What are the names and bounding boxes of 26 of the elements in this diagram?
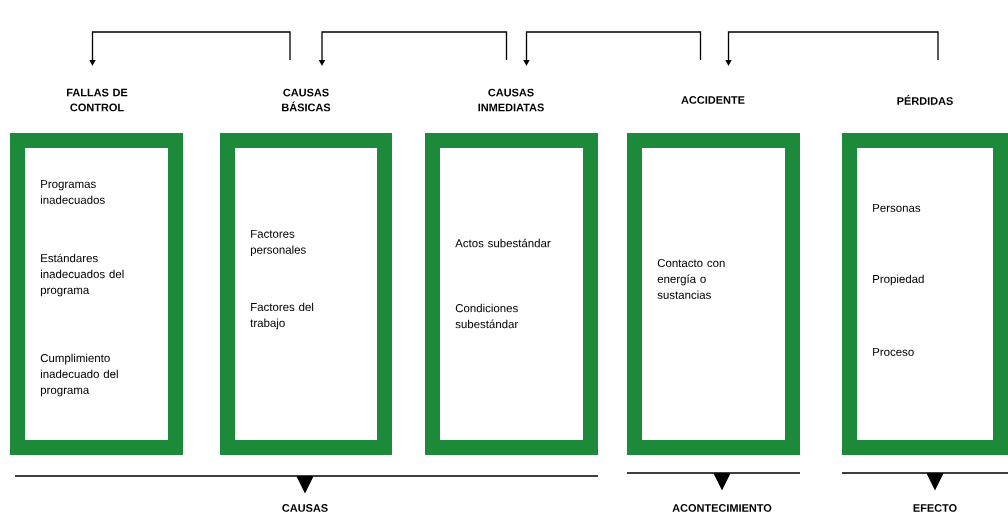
- node-label: Personas: [873, 204, 921, 212]
- node-label: Factores personales: [250, 229, 306, 257]
- column-box: Actos subestándar Condiciones subestándar: [425, 133, 598, 455]
- arrow: [89, 31, 291, 66]
- node-label: Factores del trabajo: [250, 302, 314, 330]
- node-label: Proceso: [873, 348, 914, 356]
- column-heading: FALLAS DE CONTROL: [67, 88, 128, 112]
- column-heading: CAUSAS BÁSICAS: [282, 88, 331, 112]
- node-label: Condiciones subestándar: [455, 303, 519, 329]
- arrow: [725, 31, 939, 66]
- column-box: Factores personales Factores del trabajo: [220, 133, 392, 455]
- section-label: EFECTO: [913, 504, 957, 512]
- section-label: ACONTECIMIENTO: [672, 504, 772, 512]
- column-box: Contacto con energía o sustancias: [627, 133, 800, 455]
- section-label: CAUSAS: [282, 504, 328, 512]
- arrow: [523, 31, 702, 66]
- column-heading: ACCIDENTE: [681, 96, 745, 104]
- column-heading: CAUSAS INMEDIATAS: [478, 88, 544, 112]
- node-label: Cumplimiento inadecuado del programa: [40, 353, 118, 397]
- node-label: Programas inadecuados: [40, 180, 105, 204]
- column-box: Programas inadecuados Estándares inadecuados del programa Cumplimiento inadecuado del programa: [10, 133, 183, 455]
- column-heading: PÉRDIDAS: [897, 95, 953, 105]
- column-box: Personas Propiedad Proceso: [842, 133, 1008, 455]
- node-label: Estándares inadecuados del programa: [40, 253, 124, 297]
- node-label: Actos subestándar: [455, 238, 551, 248]
- node-label: Propiedad: [873, 274, 924, 286]
